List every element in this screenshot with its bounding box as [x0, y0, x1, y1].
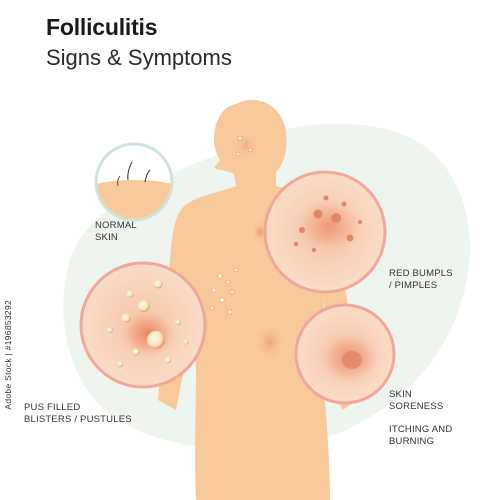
skin-soreness-zoom — [294, 303, 396, 405]
red-bumps-label: RED BUMPLS / PIMPLES — [389, 268, 453, 291]
page-title: Folliculitis — [46, 14, 158, 40]
pus-blisters-label: PUS FILLED BLISTERS / PUSTULES — [24, 402, 132, 425]
normal-skin-label: NORMAL SKIN — [95, 220, 137, 243]
skin-soreness-label: SKIN SORENESS — [389, 389, 444, 412]
red-bumps-zoom — [263, 170, 387, 294]
stock-watermark: Adobe Stock | #196853292 — [3, 300, 13, 410]
pus-blisters-zoom — [79, 261, 207, 389]
itching-burning-label: ITCHING AND BURNING — [389, 424, 453, 447]
page-subtitle: Signs & Symptoms — [46, 45, 232, 70]
